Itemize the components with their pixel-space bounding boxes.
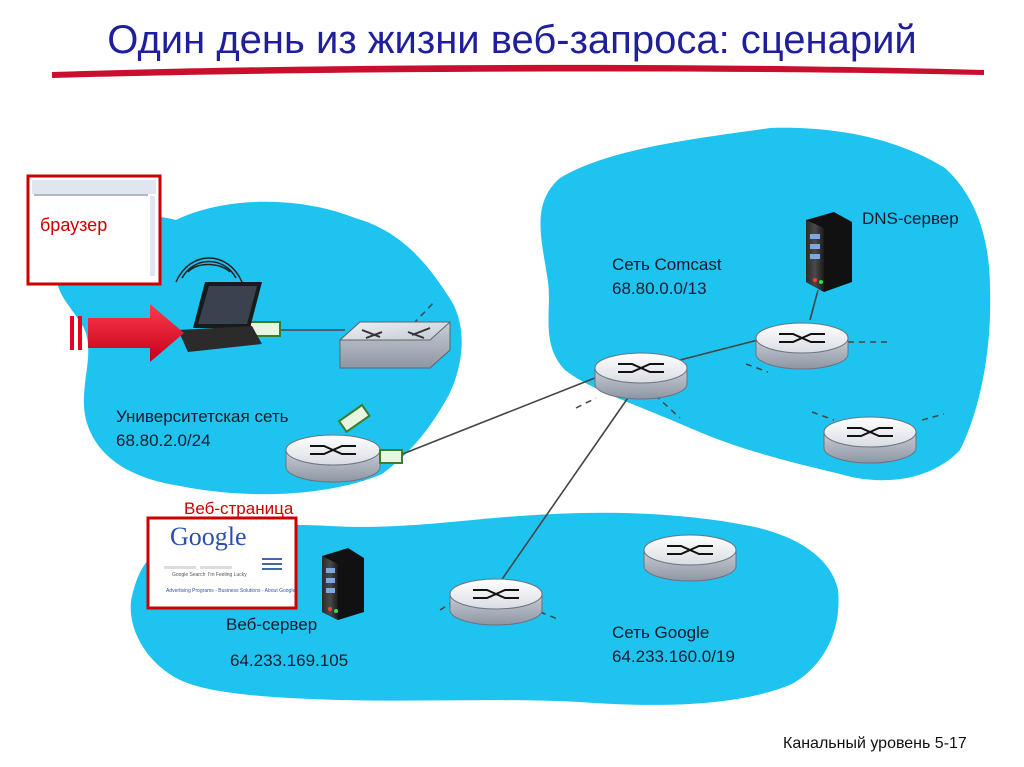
dns-server-icon — [806, 212, 852, 292]
web-server-icon — [322, 548, 364, 620]
wifi-icon — [175, 257, 243, 283]
university-network-label: Университетская сеть — [116, 407, 289, 426]
google-lucky-button: I'm Feeling Lucky — [208, 572, 247, 578]
dns-server-label: DNS-сервер — [862, 209, 959, 228]
comcast-edge-router — [594, 352, 688, 400]
google-edge-router — [449, 578, 543, 626]
web-page-label: Веб-страница — [184, 499, 294, 518]
university-router — [285, 434, 381, 483]
input-arrow — [70, 304, 184, 362]
comcast-network-label: Сеть Comcast — [612, 255, 722, 274]
web-server-ip-label: 64.233.169.105 — [230, 651, 349, 670]
comcast-router-3 — [823, 416, 917, 464]
google-footer-links: Advertising Programs - Business Solution… — [166, 588, 296, 594]
university-prefix-label: 68.80.2.0/24 — [116, 431, 211, 450]
google-prefix-label: 64.233.160.0/19 — [612, 647, 735, 666]
google-search-button: Google Search — [172, 572, 206, 578]
google-router-2 — [643, 534, 737, 582]
title-underline — [52, 64, 984, 78]
comcast-prefix-label: 68.80.0.0/13 — [612, 279, 707, 298]
network-links — [280, 289, 819, 586]
ethernet-switch — [338, 321, 452, 369]
web-server-label: Веб-сервер — [226, 615, 318, 634]
web-page-thumbnail — [146, 516, 298, 610]
google-logo: Google — [170, 522, 247, 551]
slide-footer: Канальный уровень 5-17 — [783, 735, 967, 752]
laptop-icon — [178, 282, 262, 352]
comcast-dns-router — [755, 322, 849, 370]
page-title: Один день из жизни веб-запроса: сценарий — [107, 18, 917, 62]
browser-label: браузер — [40, 215, 108, 235]
google-network-label: Сеть Google — [612, 623, 710, 642]
browser-window — [26, 174, 162, 286]
